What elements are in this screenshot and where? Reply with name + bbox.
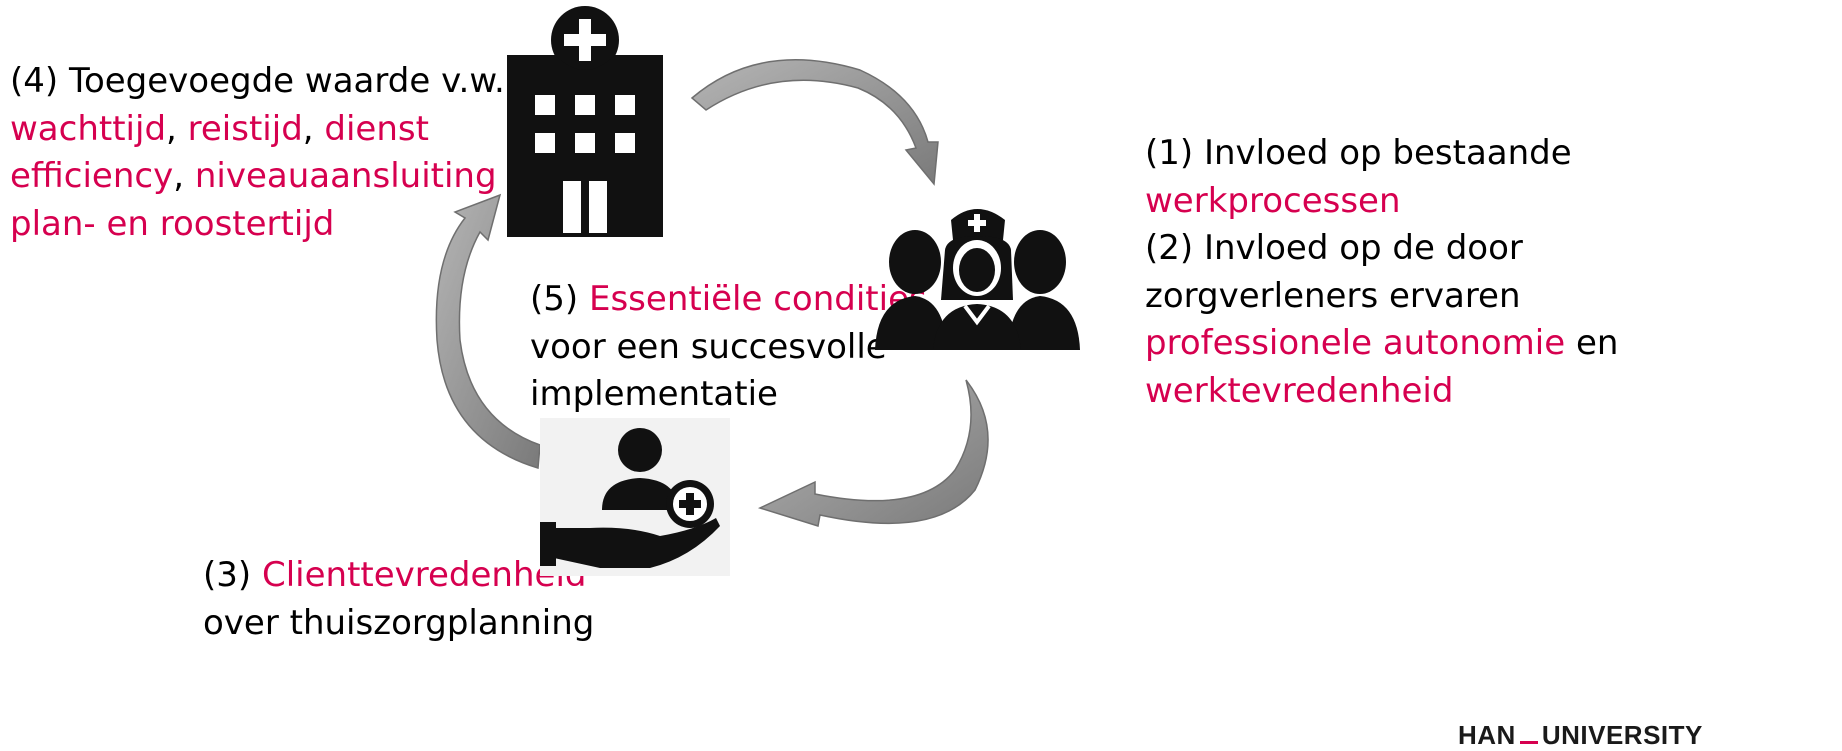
text-block-influence: (1) Invloed op bestaande werkprocessen (… xyxy=(1145,130,1618,416)
text-block-conditions: (5) Essentiële condities voor een succes… xyxy=(530,276,927,419)
client-care-icon xyxy=(540,418,730,576)
client-line-2: over thuiszorgplanning xyxy=(203,602,595,643)
term-reistijd: reistijd xyxy=(187,108,303,149)
arrow-nurses-to-client xyxy=(757,379,989,527)
term-dienst: dienst xyxy=(324,108,429,149)
term-essentiele-condities: Essentiële condities xyxy=(588,279,927,319)
term-efficiency: efficiency xyxy=(10,156,174,197)
term-niveauaansluiting: niveauaansluiting xyxy=(194,156,497,197)
influence-line-4: zorgverleners ervaren xyxy=(1145,275,1521,316)
term-professionele-autonomie: professionele autonomie xyxy=(1145,323,1566,364)
influence-line-5: professionele autonomie en xyxy=(1145,323,1619,364)
term-plan-roostertijd: plan- en roostertijd xyxy=(10,203,335,244)
term-clienttevredenheid: Clienttevredenheid xyxy=(261,555,587,595)
arrow-client-to-hospital xyxy=(435,193,541,469)
conditions-line-3: implementatie xyxy=(530,374,778,415)
conditions-line-2: voor een succesvolle xyxy=(530,326,887,367)
influence-line-1: (1) Invloed op bestaande xyxy=(1145,133,1572,173)
influence-line-3: (2) Invloed op de door xyxy=(1145,228,1523,269)
arrow-hospital-to-nurses xyxy=(690,59,939,186)
logo-separator xyxy=(1519,741,1538,744)
added-value-line-1: (4) Toegevoegde waarde v.w.b. xyxy=(10,61,538,101)
hospital-icon xyxy=(507,6,663,237)
term-wachttijd: wachttijd xyxy=(10,108,167,149)
text-block-added-value: (4) Toegevoegde waarde v.w.b. wachttijd,… xyxy=(10,58,550,248)
conditions-line-1: (5) Essentiële condities xyxy=(530,279,927,319)
client-line-1: (3) Clienttevredenheid xyxy=(203,555,587,595)
added-value-line-4: plan- en roostertijd xyxy=(10,201,550,249)
nurses-icon xyxy=(875,209,1080,350)
term-werktevredenheid: werktevredenheid xyxy=(1145,370,1454,411)
text-block-client-satisfaction: (3) Clienttevredenheid over thuiszorgpla… xyxy=(203,552,594,647)
added-value-line-2: wachttijd, reistijd, dienst xyxy=(10,108,429,149)
term-werkprocessen: werkprocessen xyxy=(1145,180,1401,221)
